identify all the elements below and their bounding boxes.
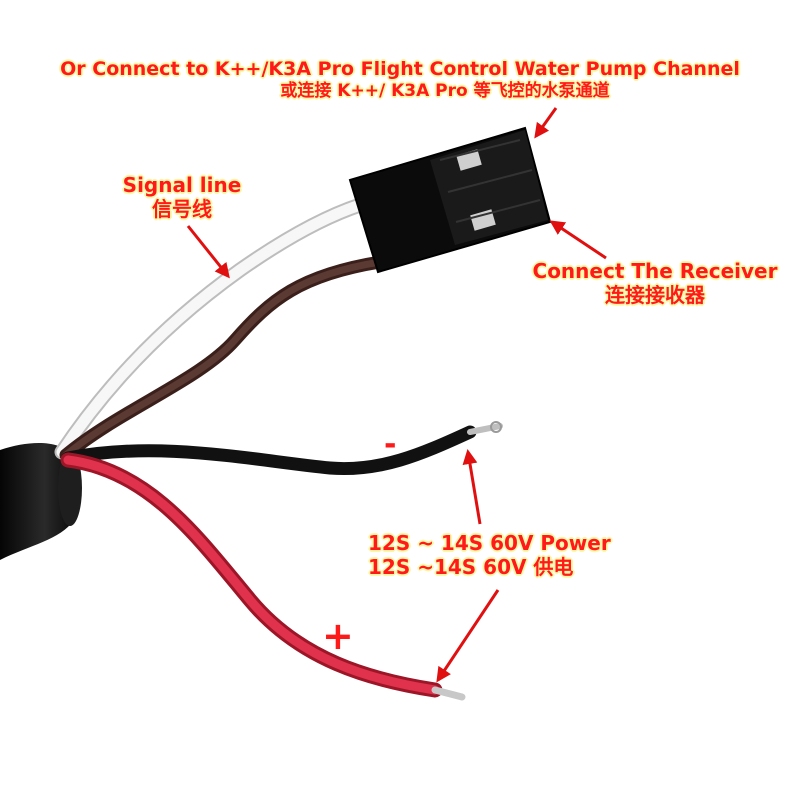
arrow-signal [186, 225, 230, 279]
cable-sheath [0, 443, 82, 560]
signal-line-label-zh: 信号线 [152, 197, 212, 221]
signal-line-label-en: Signal line [122, 173, 242, 197]
power-label: 12S ~ 14S 60V Power 12S ~14S 60V 供电 [368, 531, 611, 579]
negative-wire [61, 425, 477, 476]
signal-wire [54, 197, 368, 460]
power-label-en: 12S ~ 14S 60V Power [368, 531, 611, 555]
signal-line-label: Signal line 信号线 [112, 173, 252, 221]
arrow-positive [436, 589, 500, 683]
power-label-zh: 12S ~14S 60V 供电 [368, 555, 574, 579]
plus-sign: + [322, 614, 354, 658]
minus-sign: - [384, 427, 397, 462]
flight-control-label-en: Or Connect to K++/K3A Pro Flight Control… [60, 58, 740, 80]
dupont-connector [348, 126, 552, 274]
flight-control-label-zh: 或连接 K++/ K3A Pro 等飞控的水泵通道 [280, 80, 610, 101]
flight-control-label: Or Connect to K++/K3A Pro Flight Control… [0, 58, 800, 101]
arrow-negative [462, 449, 482, 525]
arrow-flight-control [534, 107, 558, 139]
receiver-label: Connect The Receiver 连接接收器 [520, 259, 790, 307]
arrow-receiver [549, 220, 607, 260]
receiver-label-zh: 连接接收器 [605, 283, 705, 307]
receiver-label-en: Connect The Receiver [532, 259, 778, 283]
